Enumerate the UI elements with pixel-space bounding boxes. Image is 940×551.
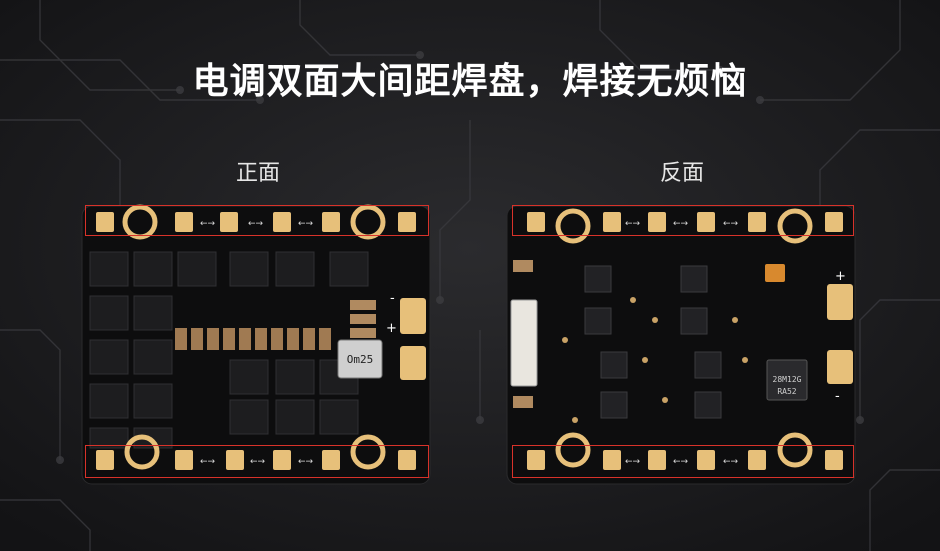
front-bottom-pad-row: ←→ ←→ ←→ <box>96 434 416 470</box>
back-top-pads-highlight <box>512 205 854 236</box>
svg-text:←→: ←→ <box>723 219 739 229</box>
back-silk-text: RA52 <box>777 387 796 396</box>
svg-text:←→: ←→ <box>673 219 689 229</box>
svg-text:←→: ←→ <box>298 457 314 467</box>
front-inductor-text: Om25 <box>347 353 374 366</box>
back-minus-mark: - <box>835 389 840 404</box>
esc-board-front: ←→ ←→ ←→ Om25 - + <box>81 204 431 485</box>
svg-text:←→: ←→ <box>625 457 641 467</box>
svg-text:←→: ←→ <box>248 219 264 229</box>
svg-text:←→: ←→ <box>673 457 689 467</box>
svg-text:←→: ←→ <box>250 457 266 467</box>
back-plus-mark: + <box>835 269 846 284</box>
back-top-pad-row: ←→ ←→ ←→ <box>527 208 843 244</box>
svg-text:←→: ←→ <box>298 219 314 229</box>
front-side-label: 正面 <box>235 161 280 186</box>
front-minus-mark: - <box>390 291 395 306</box>
back-chip-text: 28M12G <box>773 375 802 384</box>
front-bottom-pads-highlight <box>85 445 429 478</box>
back-bottom-pads-highlight <box>512 445 854 478</box>
front-plus-mark: + <box>386 321 397 336</box>
svg-text:←→: ←→ <box>200 219 216 229</box>
esc-board-back: ←→←→←→ 28M12G RA52 + - ← <box>506 205 856 485</box>
headline: 电调双面大间距焊盘，焊接无烦恼 <box>192 61 748 102</box>
front-top-pad-row: ←→ ←→ ←→ <box>96 204 416 240</box>
back-side-label: 反面 <box>659 161 704 186</box>
front-top-pads-highlight <box>85 205 429 236</box>
svg-text:←→: ←→ <box>200 457 216 467</box>
svg-text:←→: ←→ <box>723 457 739 467</box>
svg-text:←→: ←→ <box>625 219 641 229</box>
back-bottom-pad-row: ←→ ←→ ←→ <box>527 432 843 470</box>
